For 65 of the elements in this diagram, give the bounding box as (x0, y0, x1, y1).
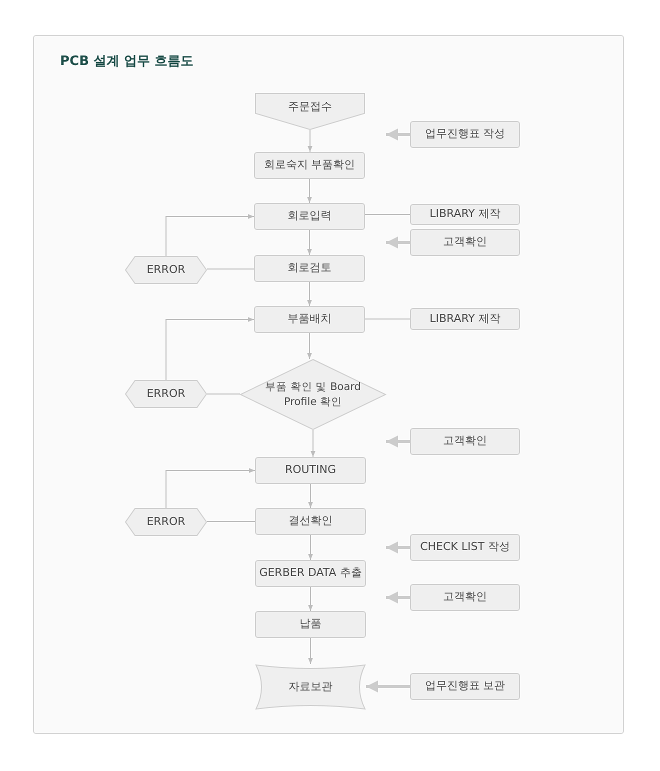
node-text: 고객확인 (443, 434, 487, 449)
node-text: 회로검토 (288, 261, 332, 276)
node-text: 업무진행표 작성 (424, 127, 506, 142)
process-box (254, 306, 365, 333)
process-box (254, 152, 365, 179)
node-text: GERBER DATA 추출 (259, 566, 362, 581)
arrow (307, 178, 312, 204)
process-box (255, 457, 366, 484)
connector-line (364, 214, 410, 215)
node-text: CHECK LIST 작성 (420, 540, 510, 555)
node-text: 납품 (300, 617, 322, 632)
node-text: ERROR (146, 262, 186, 278)
arrow (386, 542, 410, 554)
process-box (410, 673, 520, 700)
arrow (308, 638, 313, 664)
decision-diamond (240, 359, 386, 430)
node-text: 부품배치 (288, 312, 332, 327)
storage-shape (255, 664, 366, 710)
connector-line (206, 521, 256, 522)
node-text: ERROR (146, 386, 186, 402)
arrow (386, 592, 410, 604)
process-box (410, 428, 520, 455)
node-text: 회로입력 (288, 209, 332, 224)
node-text: 회로숙지 부품확인 (264, 158, 356, 173)
process-box (254, 203, 365, 230)
connector-line (206, 268, 254, 270)
node-text: 고객확인 (443, 235, 487, 250)
process-box (254, 255, 365, 282)
arrow (166, 317, 254, 380)
process-box (410, 308, 520, 330)
node-text: LIBRARY 제작 (430, 207, 500, 222)
node-text: ROUTING (284, 463, 336, 478)
process-box (410, 121, 520, 148)
process-box (410, 204, 520, 225)
node-text: LIBRARY 제작 (430, 312, 500, 326)
arrow (308, 534, 313, 560)
connector-line (364, 318, 410, 320)
arrow (166, 214, 254, 256)
node-text: 결선확인 (288, 514, 332, 529)
diagram-title: PCB 설계 업무 흐름도 (60, 53, 194, 70)
process-box (255, 560, 366, 587)
arrow (308, 130, 312, 152)
arrow (308, 586, 313, 612)
arrow (166, 468, 256, 508)
node-text: 주문접수 (288, 100, 332, 116)
arrow (386, 436, 410, 448)
arrow (310, 430, 316, 458)
process-box (410, 584, 520, 611)
process-box (255, 508, 366, 535)
arrow (386, 128, 410, 140)
process-box (410, 229, 520, 256)
start-pentagon (255, 93, 365, 130)
arrow (366, 680, 410, 692)
process-box (410, 534, 520, 561)
node-text: 업무진행표 보관 (424, 679, 506, 694)
arrow (308, 484, 313, 508)
node-text: ERROR (146, 514, 186, 530)
arrow (307, 332, 312, 360)
node-text: 부품 확인 및 Board Profile 확인 (264, 380, 362, 409)
arrow (307, 282, 312, 306)
arrow (386, 236, 410, 248)
node-text: 자료보관 (288, 680, 332, 694)
process-box (255, 611, 366, 638)
arrow (307, 230, 312, 256)
node-text: 고객확인 (443, 590, 487, 605)
